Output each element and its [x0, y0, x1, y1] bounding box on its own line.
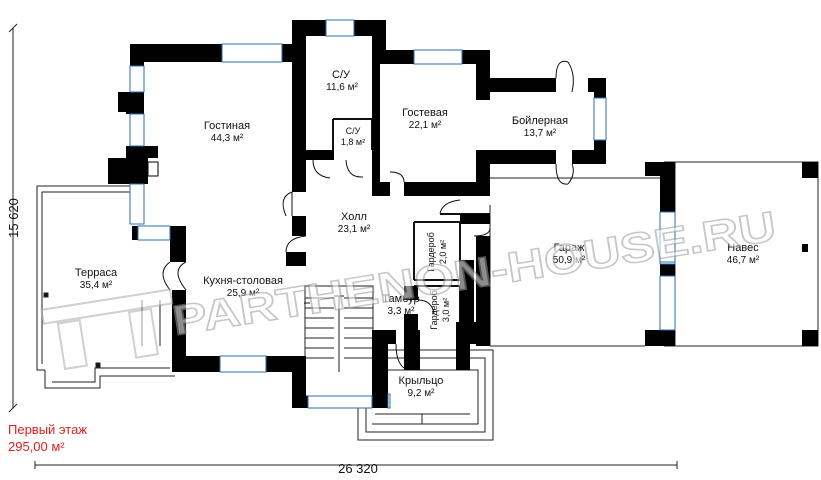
- room-vestibule-area: 3,3 м²: [388, 306, 416, 317]
- room-boiler-area: 13,7 м²: [524, 128, 557, 139]
- dimension-lines: [8, 23, 678, 469]
- room-su1-name: С/У: [332, 69, 351, 81]
- room-canopy-area: 46,7 м²: [727, 255, 760, 266]
- floor-area: 295,00 м²: [8, 439, 65, 454]
- terrace-outline: [36, 185, 175, 389]
- room-porch-area: 9,2 м²: [408, 388, 436, 399]
- room-wardrobe1-area: 2,0 м²: [438, 240, 448, 264]
- room-garage-name: Гараж: [553, 242, 585, 254]
- room-wardrobe1-name: Гардероб: [426, 232, 436, 272]
- room-kitchen-name: Кухня-столовая: [203, 275, 283, 287]
- room-vestibule-name: Тамбур: [382, 293, 419, 305]
- doors: [162, 60, 574, 369]
- dimension-height: 15 620: [6, 198, 21, 238]
- room-living-name: Гостиная: [204, 120, 250, 132]
- porch-outline: [357, 349, 494, 441]
- windows: [129, 19, 676, 409]
- room-guest-area: 22,1 м²: [409, 120, 442, 131]
- room-su2-name: С/У: [346, 126, 361, 136]
- room-hall-area: 23,1 м²: [338, 224, 371, 235]
- dimension-width: 26 320: [338, 461, 378, 476]
- room-guest-name: Гостевая: [402, 107, 448, 119]
- room-kitchen-area: 25,9 м²: [227, 288, 260, 299]
- room-terrace-area: 35,4 м²: [80, 280, 113, 291]
- room-hall-name: Холл: [341, 211, 367, 223]
- room-terrace-name: Терраса: [75, 267, 118, 279]
- floor-name: Первый этаж: [8, 422, 88, 437]
- room-wardrobe2-name: Гардероб: [429, 290, 439, 330]
- room-labels: С/У 11,6 м² С/У 1,8 м² Гостиная 44,3 м² …: [75, 69, 760, 399]
- floor-caption: Первый этаж 295,00 м²: [8, 421, 87, 455]
- room-garage-area: 50,9 м²: [553, 255, 586, 266]
- room-boiler-name: Бойлерная: [512, 115, 568, 127]
- room-wardrobe2-area: 3,0 м²: [441, 298, 451, 322]
- room-canopy-name: Навес: [727, 242, 759, 254]
- room-living-area: 44,3 м²: [211, 133, 244, 144]
- room-su1-area: 11,6 м²: [326, 82, 358, 93]
- room-porch-name: Крыльцо: [399, 375, 444, 387]
- room-su2-area: 1,8 м²: [341, 137, 365, 147]
